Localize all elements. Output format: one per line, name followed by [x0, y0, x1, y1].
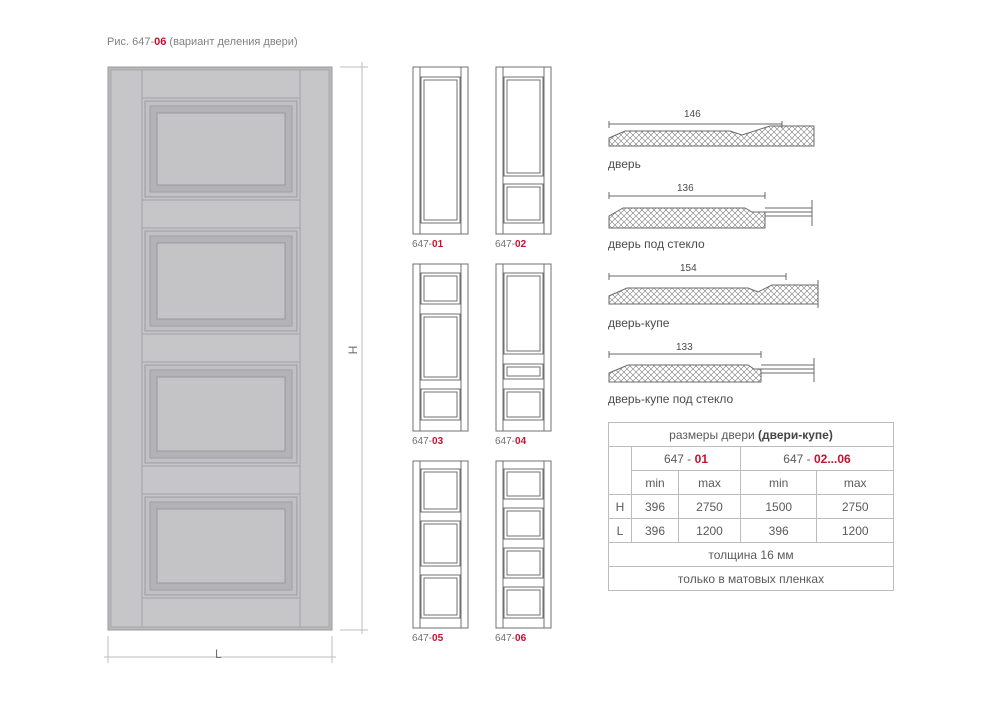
profile-door	[608, 121, 815, 147]
size-table: размеры двери (двери-купе) 647 - 01 647 …	[608, 422, 895, 591]
profile-sliding-glass	[608, 351, 815, 383]
profile-dim-door-glass: 136	[677, 183, 694, 194]
table-cell: 2750	[816, 494, 894, 519]
table-row: H 396 2750 1500 2750	[608, 494, 894, 519]
door-panel-1	[144, 100, 298, 198]
col-max: max	[678, 470, 741, 495]
profile-dim-sliding: 154	[680, 263, 697, 274]
table-cell: 396	[630, 494, 680, 519]
figure-caption: Рис. 647-06 (вариант деления двери)	[107, 36, 298, 48]
door-panel-4	[144, 496, 298, 596]
size-group-01: 647 - 01	[631, 446, 741, 471]
finish-note: только в матовых пленках	[608, 566, 894, 591]
variant-thumb-03	[412, 263, 469, 432]
variant-label-01: 647-01	[412, 239, 444, 250]
table-cell: 1500	[739, 494, 818, 519]
variant-thumb-06	[495, 460, 552, 629]
height-dimension-label: H	[345, 345, 360, 355]
col-min: min	[630, 470, 680, 495]
variant-label-05: 647-05	[412, 633, 444, 644]
profile-name-door: дверь	[608, 157, 641, 171]
profile-sliding	[608, 273, 819, 308]
profile-dim-door: 146	[684, 109, 701, 120]
variant-thumb-04	[495, 263, 552, 432]
variant-label-06: 647-06	[495, 633, 527, 644]
variant-thumb-05	[412, 460, 469, 629]
variant-label-04: 647-04	[495, 436, 527, 447]
size-table-title: размеры двери (двери-купе)	[608, 422, 894, 447]
width-dimension-label: L	[215, 647, 222, 661]
row-label: H	[608, 494, 632, 519]
door-panel-2	[144, 230, 298, 332]
table-cell: 1200	[816, 518, 894, 543]
variant-label-03: 647-03	[412, 436, 444, 447]
height-dimension-line	[340, 62, 368, 634]
profile-name-sliding-glass: дверь-купе под стекло	[608, 392, 734, 406]
row-label: L	[608, 518, 632, 543]
door-panel-3	[144, 364, 298, 464]
table-cell: 2750	[678, 494, 741, 519]
size-group-02-06: 647 - 02...06	[739, 446, 895, 471]
table-cell: 396	[630, 518, 680, 543]
width-dimension-line	[104, 636, 336, 663]
profile-name-sliding: дверь-купе	[608, 316, 670, 330]
variant-thumb-01	[412, 66, 469, 235]
profile-dim-sliding-glass: 133	[676, 342, 693, 353]
profile-door-glass	[608, 192, 813, 229]
variant-thumb-02	[495, 66, 552, 235]
col-min: min	[739, 470, 818, 495]
table-cell: 1200	[678, 518, 741, 543]
profile-name-door-glass: дверь под стекло	[608, 237, 705, 251]
variant-label-02: 647-02	[495, 239, 527, 250]
col-max: max	[816, 470, 894, 495]
thickness-note: толщина 16 мм	[608, 542, 894, 567]
table-cell: 396	[739, 518, 818, 543]
table-row: L 396 1200 396 1200	[608, 518, 894, 543]
